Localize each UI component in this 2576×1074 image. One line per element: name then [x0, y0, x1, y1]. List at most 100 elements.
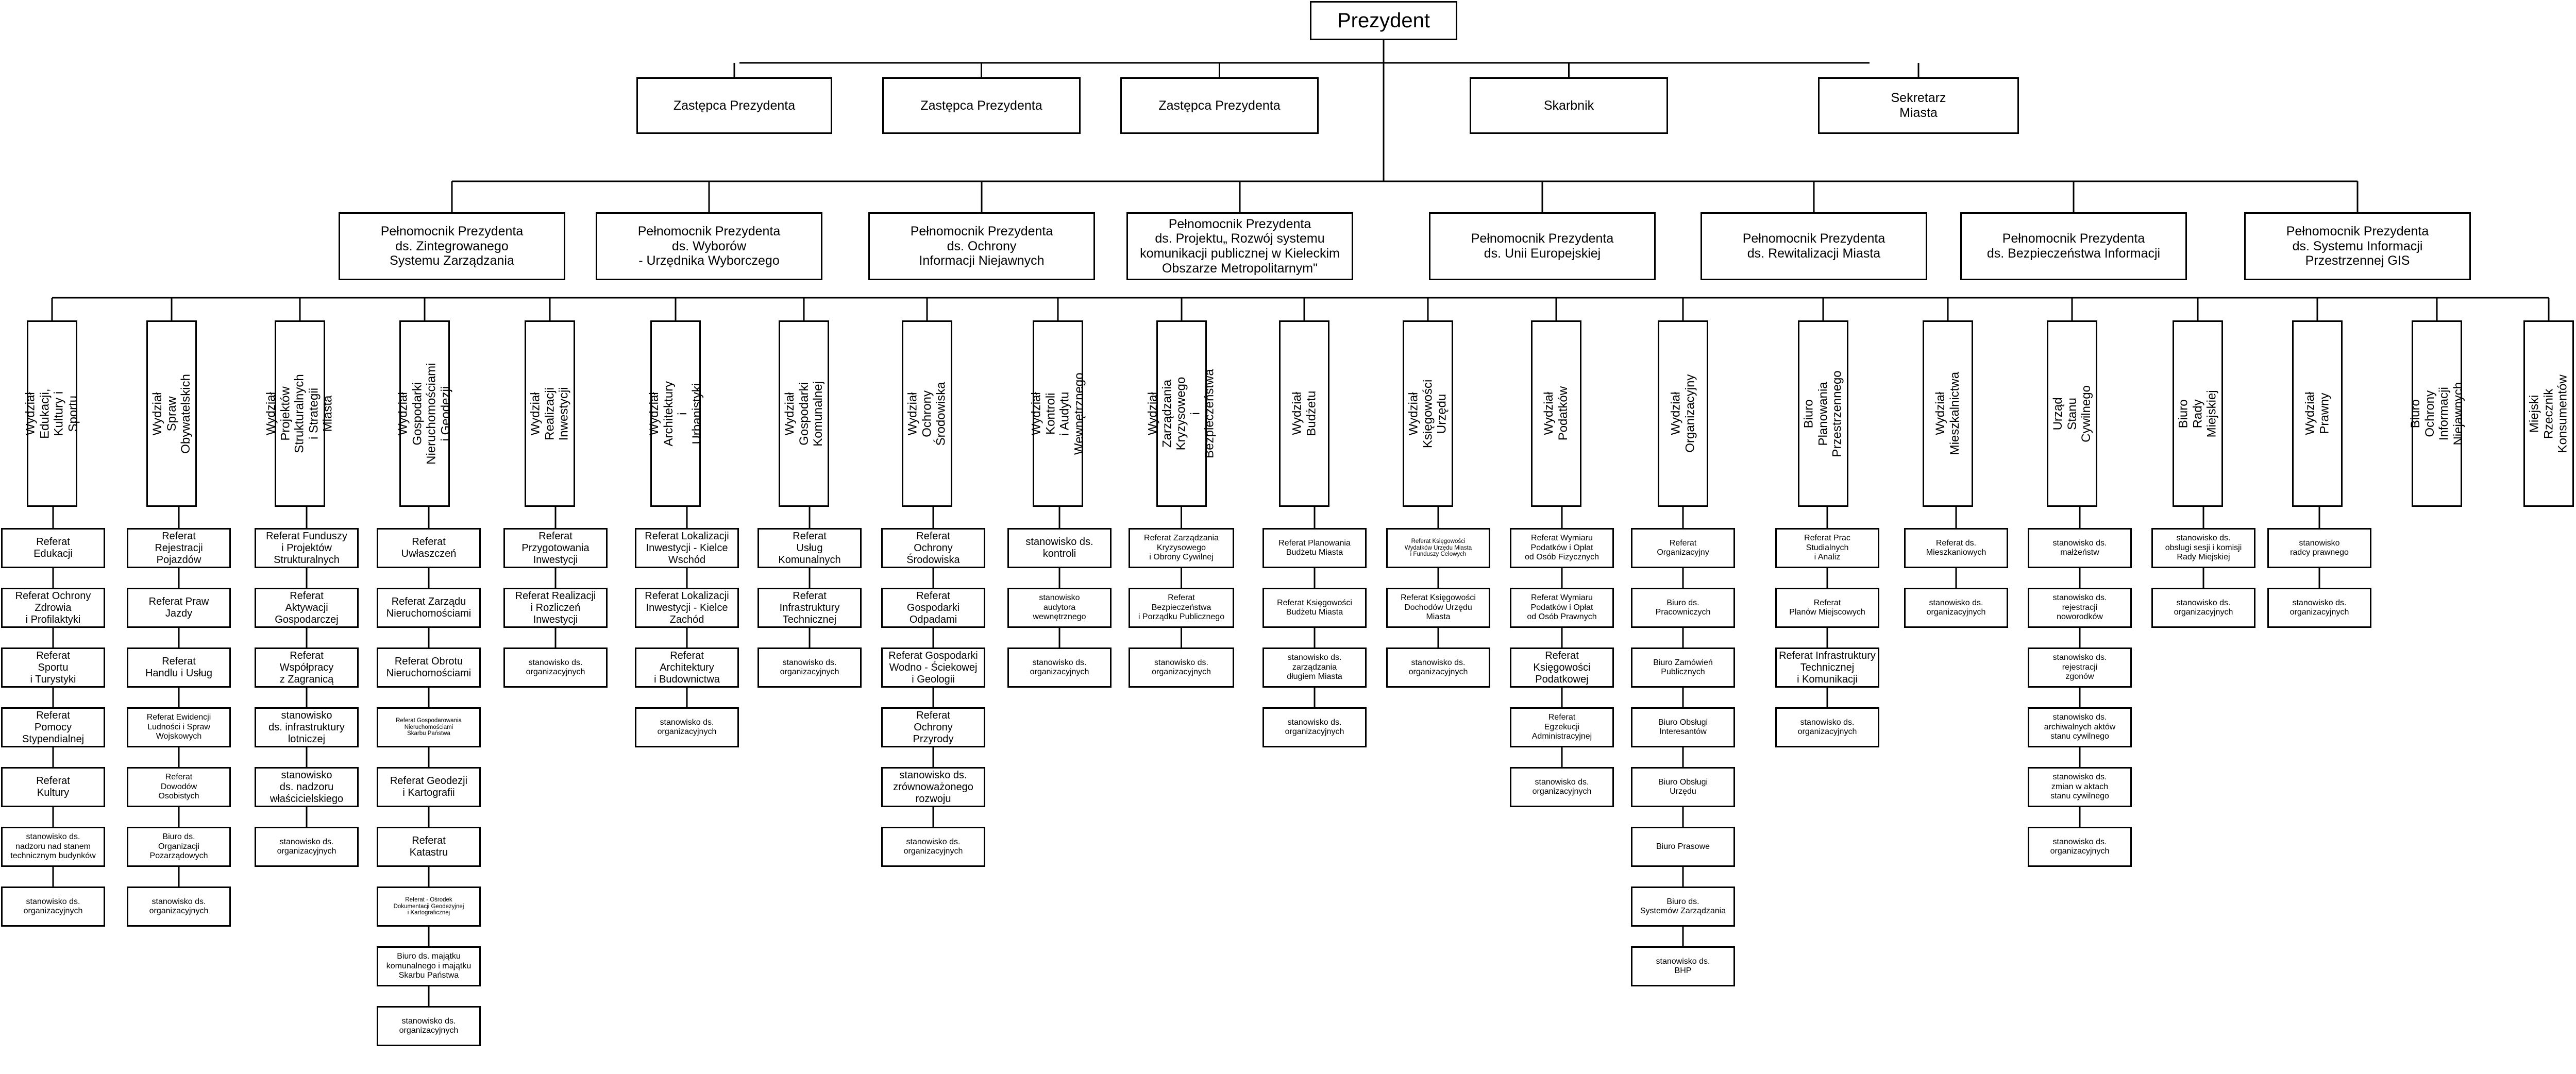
deputy-box: Skarbnik — [1470, 77, 1668, 134]
unit-box: stanowisko ds. infrastruktury lotniczej — [255, 707, 359, 747]
unit-box: Biuro Obsługi Urzędu — [1631, 767, 1735, 807]
department-name: Miejski Rzecznik Konsumentów — [2527, 374, 2570, 453]
unit-box: stanowisko ds. organizacyjnych — [2028, 827, 2132, 867]
unit-box: stanowisko ds. organizacyjnych — [1, 887, 105, 927]
unit-box: Referat Sportu i Turystyki — [1, 647, 105, 688]
unit-box: Referat ds. Mieszkaniowych — [1904, 528, 2008, 568]
department-name: Biuro Planowania Przestrzennego — [1801, 370, 1844, 457]
unit-box: stanowisko radcy prawnego — [2267, 528, 2371, 568]
unit-box: Referat Przygotowania Inwestycji — [503, 528, 608, 568]
plenipotentiary-box: Pełnomocnik Prezydenta ds. Systemu Infor… — [2244, 212, 2471, 280]
deputy-box: Zastępca Prezydenta — [636, 77, 832, 134]
unit-box: stanowisko ds. zrównoważonego rozwoju — [881, 767, 985, 807]
unit-box: Referat Wymiaru Podatków i Opłat od Osób… — [1510, 588, 1614, 628]
unit-box: stanowisko ds. rejestracji noworodków — [2028, 588, 2132, 628]
unit-box: stanowisko ds. rejestracji zgonów — [2028, 647, 2132, 688]
unit-box: Referat Geodezji i Kartografii — [377, 767, 481, 807]
department-box: Wydział Księgowości Urzędu — [1403, 320, 1453, 507]
unit-box: Referat Dowodów Osobistych — [127, 767, 231, 807]
unit-box: Referat Księgowości Budżetu Miasta — [1262, 588, 1367, 628]
unit-box: stanowisko audytora wewnętrznego — [1007, 588, 1112, 628]
unit-box: Referat Zarządzania Kryzysowego i Obrony… — [1129, 528, 1234, 568]
unit-box: stanowisko ds. organizacyjnych — [1386, 647, 1490, 688]
unit-box: Referat Prac Studialnych i Analiz — [1775, 528, 1879, 568]
department-name: Wydział Zarządzania Kryzysowego i Bezpie… — [1146, 369, 1217, 458]
department-box: Wydział Podatków — [1531, 320, 1581, 507]
unit-box: Biuro ds. Systemów Zarządzania — [1631, 887, 1735, 927]
unit-box: stanowisko ds. obsługi sesji i komisji R… — [2151, 528, 2255, 568]
president-box: Prezydent — [1310, 1, 1457, 40]
department-box: Wydział Realizacji Inwestycji — [525, 320, 575, 507]
department-name: Wydział Projektów Strukturalnych i Strat… — [264, 374, 335, 453]
unit-box: Referat Lokalizacji Inwestycji - Kielce … — [635, 528, 739, 568]
department-box: Wydział Kontroli i Audytu Wewnętrznego — [1029, 320, 1086, 507]
department-name: Wydział Realizacji Inwestycji — [528, 386, 571, 441]
unit-box: stanowisko ds. BHP — [1631, 946, 1735, 986]
department-box: Wydział Architektury i Urbanistyki — [647, 320, 704, 507]
unit-box: Referat Obrotu Nieruchomościami — [377, 647, 481, 688]
unit-box: Referat Uwłaszczeń — [377, 528, 481, 568]
department-box: Wydział Ochrony Środowiska — [902, 320, 952, 507]
unit-box: stanowisko ds. małżeństw — [2028, 528, 2132, 568]
unit-box: Referat Organizacyjny — [1631, 528, 1735, 568]
unit-box: Referat Wymiaru Podatków i Opłat od Osób… — [1510, 528, 1614, 568]
plenipotentiary-box: Pełnomocnik Prezydenta ds. Projektu„ Roz… — [1126, 212, 1353, 280]
unit-box: stanowisko ds. zmian w aktach stanu cywi… — [2028, 767, 2132, 807]
unit-box: Referat Aktywacji Gospodarczej — [255, 588, 359, 628]
unit-box: stanowisko ds. organizacyjnych — [2267, 588, 2371, 628]
unit-box: Biuro Prasowe — [1631, 827, 1735, 867]
department-name: Wydział Podatków — [1542, 386, 1570, 441]
unit-box: Referat Księgowości Dochodów Urzędu Mias… — [1386, 588, 1490, 628]
unit-box: Referat Infrastruktury Technicznej i Kom… — [1775, 647, 1879, 688]
department-name: Wydział Architektury i Urbanistyki — [647, 381, 704, 447]
unit-box: stanowisko ds. organizacyjnych — [2151, 588, 2255, 628]
unit-box: Referat Egzekucji Administracyjnej — [1510, 707, 1614, 747]
deputy-box: Zastępca Prezydenta — [1120, 77, 1319, 134]
unit-box: stanowisko ds. nadzoru właścicielskiego — [255, 767, 359, 807]
department-name: Wydział Prawny — [2303, 392, 2331, 435]
department-box: Wydział Organizacyjny — [1658, 320, 1708, 507]
unit-box: stanowisko ds. archiwalnych aktów stanu … — [2028, 707, 2132, 747]
unit-box: stanowisko ds. organizacyjnych — [1775, 707, 1879, 747]
department-name: Wydział Mieszkalnictwa — [1933, 372, 1962, 455]
department-box: Wydział Prawny — [2292, 320, 2343, 507]
unit-box: stanowisko ds. organizacyjnych — [1007, 647, 1112, 688]
department-box: Biuro Ochrony Informacji Niejawnych — [2408, 320, 2465, 507]
department-name: Wydział Organizacyjny — [1669, 374, 1697, 453]
unit-box: stanowisko ds. zarządzania długiem Miast… — [1262, 647, 1367, 688]
unit-box: stanowisko ds. nadzoru nad stanem techni… — [1, 827, 105, 867]
unit-box: Referat Pomocy Stypendialnej — [1, 707, 105, 747]
department-box: Wydział Mieszkalnictwa — [1923, 320, 1973, 507]
unit-box: Referat - Ośrodek Dokumentacji Geodezyjn… — [377, 887, 481, 927]
unit-box: stanowisko ds. organizacyjnych — [127, 887, 231, 927]
department-name: Biuro Ochrony Informacji Niejawnych — [2408, 382, 2465, 446]
unit-box: Referat Gospodarki Odpadami — [881, 588, 985, 628]
unit-box: Biuro Zamówień Publicznych — [1631, 647, 1735, 688]
unit-box: stanowisko ds. organizacyjnych — [1904, 588, 2008, 628]
department-name: Wydział Budżetu — [1290, 390, 1318, 437]
unit-box: Biuro ds. Pracowniczych — [1631, 588, 1735, 628]
unit-box: stanowisko ds. organizacyjnych — [377, 1006, 481, 1046]
unit-box: Referat Księgowości Wydatków Urzędu Mias… — [1386, 528, 1490, 568]
unit-box: Referat Handlu i Usług — [127, 647, 231, 688]
department-name: Wydział Kontroli i Audytu Wewnętrznego — [1029, 372, 1086, 455]
unit-box: Referat Praw Jazdy — [127, 588, 231, 628]
unit-box: stanowisko ds. organizacyjnych — [635, 707, 739, 747]
unit-box: Referat Księgowości Podatkowej — [1510, 647, 1614, 688]
unit-box: Referat Rejestracji Pojazdów — [127, 528, 231, 568]
department-box: Wydział Budżetu — [1279, 320, 1329, 507]
unit-box: Referat Infrastruktury Technicznej — [757, 588, 862, 628]
unit-box: Referat Gospodarowania Nieruchomościami … — [377, 707, 481, 747]
department-box: Wydział Projektów Strukturalnych i Strat… — [264, 320, 335, 507]
unit-box: Biuro ds. Organizacji Pozarządowych — [127, 827, 231, 867]
department-name: Wydział Spraw Obywatelskich — [150, 373, 193, 454]
unit-box: Referat Zarządu Nieruchomościami — [377, 588, 481, 628]
unit-box: Referat Planowania Budżetu Miasta — [1262, 528, 1367, 568]
unit-box: Referat Katastru — [377, 827, 481, 867]
department-box: Urząd Stanu Cywilnego — [2047, 320, 2097, 507]
unit-box: stanowisko ds. organizacyjnych — [503, 647, 608, 688]
plenipotentiary-box: Pełnomocnik Prezydenta ds. Ochrony Infor… — [868, 212, 1095, 280]
department-name: Wydział Gospodarki Komunalnej — [782, 381, 825, 447]
department-name: Wydział Ochrony Środowiska — [905, 381, 948, 446]
unit-box: stanowisko ds. organizacyjnych — [255, 827, 359, 867]
